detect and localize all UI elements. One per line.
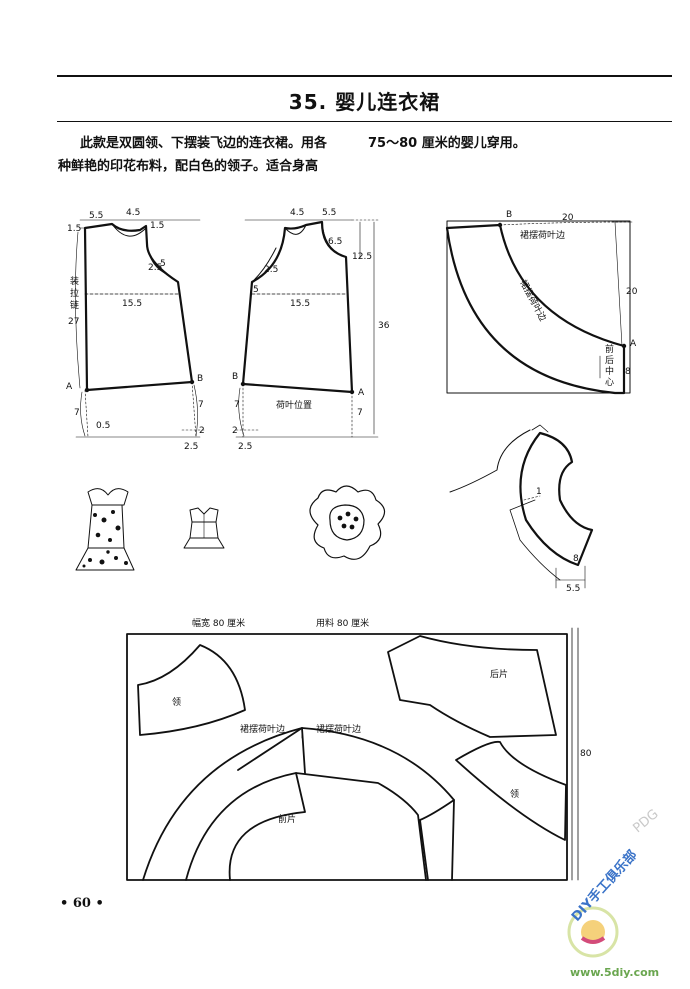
cutting-layout (126, 627, 579, 881)
back-bodice-points (240, 381, 355, 395)
top-rule (57, 75, 672, 77)
svg-text:15.5: 15.5 (122, 299, 142, 309)
svg-text:2.5: 2.5 (184, 442, 198, 452)
svg-text:7: 7 (234, 400, 240, 410)
site-watermark: www.5diy.com (570, 966, 660, 979)
svg-text:幅宽 80 厘米: 幅宽 80 厘米 (192, 617, 245, 629)
svg-text:前片: 前片 (278, 813, 296, 825)
title-underline (57, 121, 672, 122)
svg-text:20: 20 (626, 287, 638, 297)
svg-text:领: 领 (510, 788, 519, 800)
svg-text:7: 7 (74, 408, 80, 418)
club-logo (558, 894, 628, 960)
page-number: • 60 • (60, 896, 104, 911)
svg-text:80: 80 (580, 749, 592, 759)
svg-text:1.5: 1.5 (150, 221, 164, 231)
front-bodice-points (84, 379, 195, 393)
svg-text:5: 5 (160, 259, 166, 269)
svg-text:裙摆荷叶边: 裙摆荷叶边 (316, 723, 361, 735)
dress-illustration (75, 488, 135, 571)
collar-labels: 1 8 5.5 (536, 487, 580, 594)
svg-text:前: 前 (605, 343, 614, 355)
svg-text:后: 后 (605, 355, 614, 366)
svg-text:A: A (358, 388, 365, 398)
svg-text:心: 心 (605, 377, 614, 388)
page-title: 35. 婴儿连衣裙 (288, 90, 441, 114)
layout-labels: 幅宽 80 厘米 用料 80 厘米 领 后片 领 裙摆荷叶边 裙摆荷叶边 前片 … (172, 617, 592, 825)
svg-text:装: 装 (70, 275, 79, 287)
svg-text:裙摆荷叶边: 裙摆荷叶边 (240, 723, 285, 735)
intro-line-1: 此款是双圆领、下摆装飞边的连衣裙。用各 (80, 136, 328, 151)
ruffle-pattern (445, 220, 633, 395)
svg-text:1.5: 1.5 (67, 224, 81, 234)
svg-text:A: A (630, 339, 637, 349)
club-logo-icon (567, 906, 619, 958)
svg-text:5: 5 (253, 285, 259, 295)
svg-text:2: 2 (232, 426, 238, 436)
svg-text:2.5: 2.5 (238, 442, 252, 452)
svg-text:2.5: 2.5 (148, 263, 162, 273)
svg-text:5.5: 5.5 (322, 208, 336, 218)
collar-pattern (449, 424, 594, 589)
intro-line-2: 种鲜艳的印花布料，配白色的领子。适合身高 (58, 159, 319, 174)
small-dress-illustration (183, 507, 225, 549)
svg-text:后片: 后片 (490, 668, 508, 680)
svg-text:0.5: 0.5 (96, 421, 110, 431)
intro-line-3: 75～80 厘米的婴儿穿用。 (368, 136, 526, 151)
svg-text:4.5: 4.5 (290, 208, 304, 218)
svg-text:B: B (506, 210, 512, 220)
svg-text:7: 7 (357, 408, 363, 418)
svg-text:B: B (232, 372, 238, 382)
svg-text:裙摆荷叶边: 裙摆荷叶边 (520, 229, 565, 241)
front-bodice-pattern (75, 219, 206, 438)
svg-text:2.5: 2.5 (264, 265, 278, 275)
svg-text:5.5: 5.5 (89, 211, 103, 221)
svg-text:4.5: 4.5 (126, 208, 140, 218)
svg-text:链: 链 (70, 299, 79, 311)
back-dimension-labels: 4.5 5.5 6.5 12.5 2.5 5 15.5 36 B A 7 7 2… (232, 208, 390, 452)
svg-text:6.5: 6.5 (328, 237, 342, 247)
svg-text:5.5: 5.5 (566, 584, 580, 594)
svg-text:7: 7 (198, 400, 204, 410)
svg-text:12.5: 12.5 (352, 252, 372, 262)
svg-text:15.5: 15.5 (290, 299, 310, 309)
svg-text:裙摆荷叶边: 裙摆荷叶边 (517, 278, 549, 323)
svg-text:27: 27 (68, 317, 79, 327)
ruffle-labels: B 20 20 A 8 裙摆荷叶边 裙摆荷叶边 前 后 中 心 (506, 210, 638, 388)
svg-text:B: B (197, 374, 203, 384)
svg-text:拉: 拉 (70, 287, 79, 299)
flower-illustration (309, 485, 386, 560)
svg-text:用料 80 厘米: 用料 80 厘米 (316, 617, 369, 629)
svg-text:荷叶位置: 荷叶位置 (276, 399, 312, 411)
svg-text:8: 8 (625, 367, 631, 377)
front-dimension-labels: 5.5 4.5 1.5 1.5 2.5 5 15.5 装 拉 链 27 A B … (66, 208, 205, 452)
back-bodice-pattern (235, 219, 379, 438)
svg-text:20: 20 (562, 213, 574, 223)
svg-text:A: A (66, 382, 73, 392)
svg-text:36: 36 (378, 321, 390, 331)
svg-text:1: 1 (536, 487, 542, 497)
ruffle-points (497, 222, 627, 349)
svg-text:中: 中 (605, 365, 614, 377)
svg-text:2: 2 (199, 426, 205, 436)
svg-text:领: 领 (172, 696, 181, 708)
svg-text:8: 8 (573, 554, 579, 564)
